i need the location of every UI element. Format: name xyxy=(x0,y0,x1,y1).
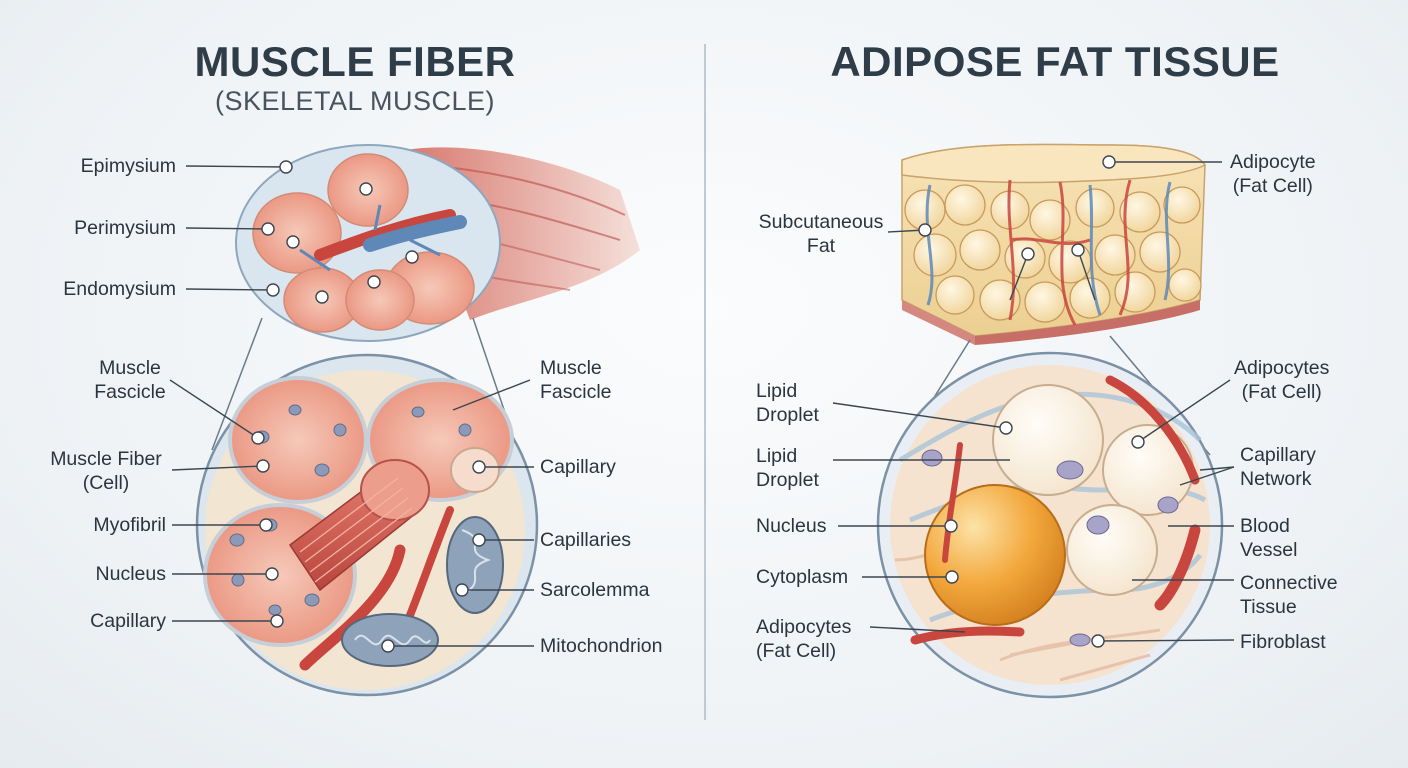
label-mitochondrion: Mitochondrion xyxy=(540,635,663,657)
label-adipocyte-top: Adipocyte (Fat Cell) xyxy=(1230,151,1316,197)
label-capillary-right: Capillary xyxy=(540,456,616,478)
label-sarcolemma: Sarcolemma xyxy=(540,579,650,601)
label-capillary-network: Capillary Network xyxy=(1240,444,1316,490)
label-muscle-fiber-cell: Muscle Fiber (Cell) xyxy=(50,448,162,494)
label-capillary-left: Capillary xyxy=(90,610,166,632)
label-blood-vessel: Blood Vessel xyxy=(1240,515,1298,561)
label-cytoplasm: Cytoplasm xyxy=(756,566,849,588)
muscle-fiber-subtitle: (SKELETAL MUSCLE) xyxy=(214,86,496,116)
label-capillaries: Capillaries xyxy=(540,529,632,551)
label-nucleus-fat: Nucleus xyxy=(756,515,827,537)
label-adipocytes-left: Adipocytes (Fat Cell) xyxy=(756,616,852,662)
label-myofibril: Myofibril xyxy=(93,514,166,536)
label-epimysium: Epimysium xyxy=(80,155,176,177)
label-subcutaneous-fat: Subcutaneous Fat xyxy=(758,211,884,257)
label-nucleus-muscle: Nucleus xyxy=(95,563,166,585)
label-connective-tissue: Connective Tissue xyxy=(1240,572,1338,618)
label-lipid-droplet-1: Lipid Droplet xyxy=(756,380,819,426)
panel-divider xyxy=(704,44,706,720)
muscle-fiber-title: MUSCLE FIBER xyxy=(194,38,516,85)
label-muscle-fascicle-left: Muscle Fascicle xyxy=(94,357,166,403)
label-adipocytes-right: Adipocytes (Fat Cell) xyxy=(1234,357,1330,403)
muscle-label-dots xyxy=(251,160,486,653)
muscle-leader-lines xyxy=(169,165,534,647)
label-endomysium: Endomysium xyxy=(63,278,176,300)
label-fibroblast: Fibroblast xyxy=(1240,631,1326,653)
label-perimysium: Perimysium xyxy=(74,217,176,239)
label-muscle-fascicle-right: Muscle Fascicle xyxy=(540,357,612,403)
fat-zoom-circle xyxy=(876,351,1224,699)
adipose-tissue-title: ADIPOSE FAT TISSUE xyxy=(830,38,1280,85)
label-lipid-droplet-2: Lipid Droplet xyxy=(756,445,819,491)
muscle-cross-section xyxy=(235,144,501,342)
fat-tissue-block xyxy=(901,143,1207,345)
fat-label-dots xyxy=(918,155,1145,648)
